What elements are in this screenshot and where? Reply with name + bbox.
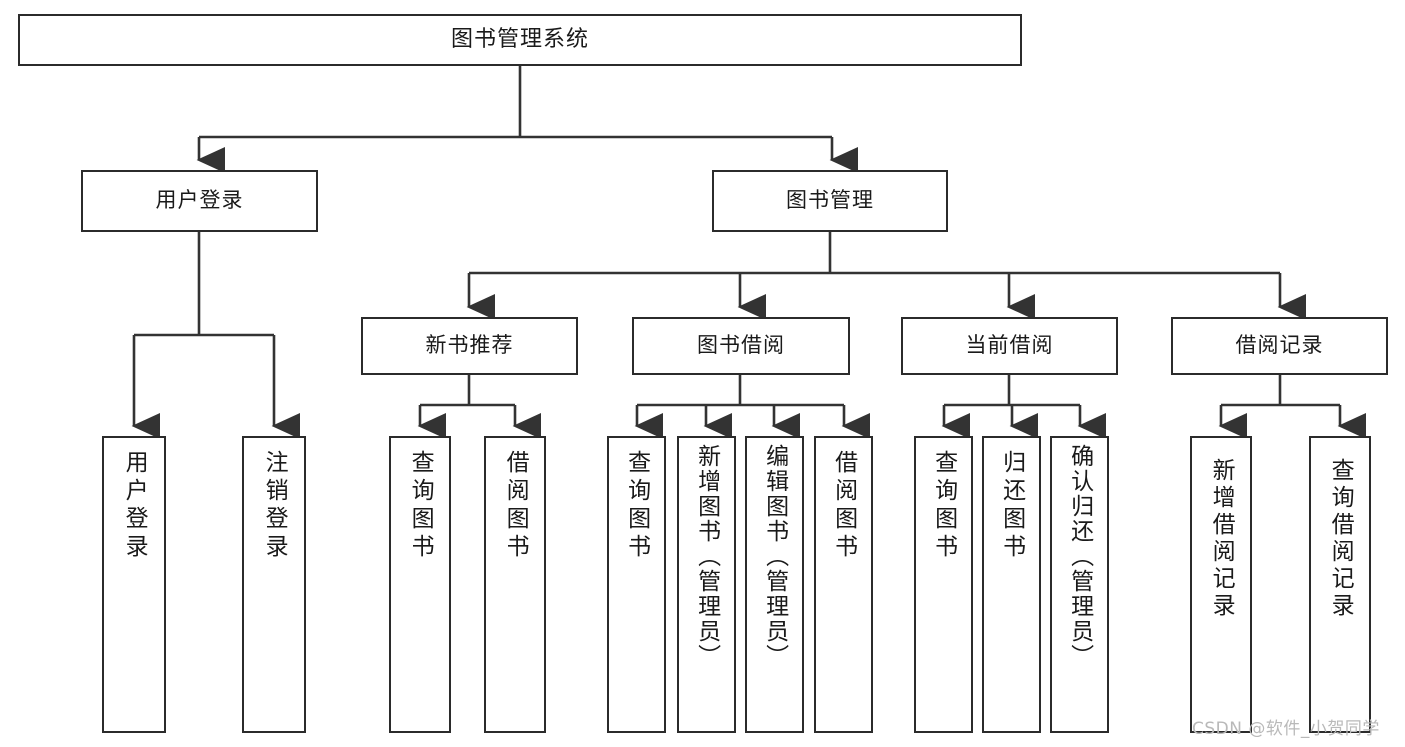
node-label: 查询图书	[407, 450, 434, 562]
node-book-borrow[interactable]: 图书借阅	[632, 317, 850, 375]
leaf-node-confirm-return-admin[interactable]: 确认归还（管理员）	[1050, 436, 1109, 733]
node-label: 新增图书（管理员）	[693, 444, 720, 669]
node-label: 新书推荐	[425, 333, 514, 358]
node-label: 新增借阅记录	[1208, 458, 1235, 620]
node-user-login[interactable]: 用户登录	[81, 170, 318, 232]
leaf-node-user-login[interactable]: 用户登录	[102, 436, 166, 733]
node-label: 用户登录	[121, 450, 148, 562]
leaf-node-return-book[interactable]: 归还图书	[982, 436, 1041, 733]
node-borrow-record[interactable]: 借阅记录	[1171, 317, 1388, 375]
node-label: 确认归还（管理员）	[1066, 444, 1093, 669]
node-new-book-recommend[interactable]: 新书推荐	[361, 317, 578, 375]
leaf-node-borrow-book-recommend[interactable]: 借阅图书	[484, 436, 546, 733]
leaf-node-add-book-admin[interactable]: 新增图书（管理员）	[677, 436, 736, 733]
node-label: 借阅图书	[830, 450, 857, 562]
node-label: 查询借阅记录	[1327, 458, 1354, 620]
leaf-node-user-logout[interactable]: 注销登录	[242, 436, 306, 733]
node-label: 借阅记录	[1235, 333, 1324, 358]
node-label: 查询图书	[930, 450, 957, 562]
node-label: 查询图书	[623, 450, 650, 562]
leaf-node-query-book-borrow[interactable]: 查询图书	[607, 436, 666, 733]
node-current-borrow[interactable]: 当前借阅	[901, 317, 1118, 375]
node-label: 当前借阅	[965, 333, 1054, 358]
leaf-node-edit-book-admin[interactable]: 编辑图书（管理员）	[745, 436, 804, 733]
leaf-node-query-book-current[interactable]: 查询图书	[914, 436, 973, 733]
leaf-node-add-borrow-record[interactable]: 新增借阅记录	[1190, 436, 1252, 733]
node-label: 借阅图书	[502, 450, 529, 562]
watermark-text: CSDN @软件_小贺同学	[1192, 719, 1380, 739]
node-label: 注销登录	[261, 450, 288, 562]
node-label: 编辑图书（管理员）	[761, 444, 788, 669]
node-label: 图书借阅	[697, 333, 785, 358]
node-label: 图书管理系统	[450, 27, 589, 53]
node-book-management[interactable]: 图书管理	[712, 170, 948, 232]
leaf-node-borrow-book[interactable]: 借阅图书	[814, 436, 873, 733]
node-label: 用户登录	[155, 188, 244, 213]
node-label: 归还图书	[998, 450, 1025, 562]
node-label: 图书管理	[786, 188, 874, 213]
leaf-node-query-book-recommend[interactable]: 查询图书	[389, 436, 451, 733]
node-root-book-management-system[interactable]: 图书管理系统	[18, 14, 1022, 66]
leaf-node-query-borrow-record[interactable]: 查询借阅记录	[1309, 436, 1371, 733]
